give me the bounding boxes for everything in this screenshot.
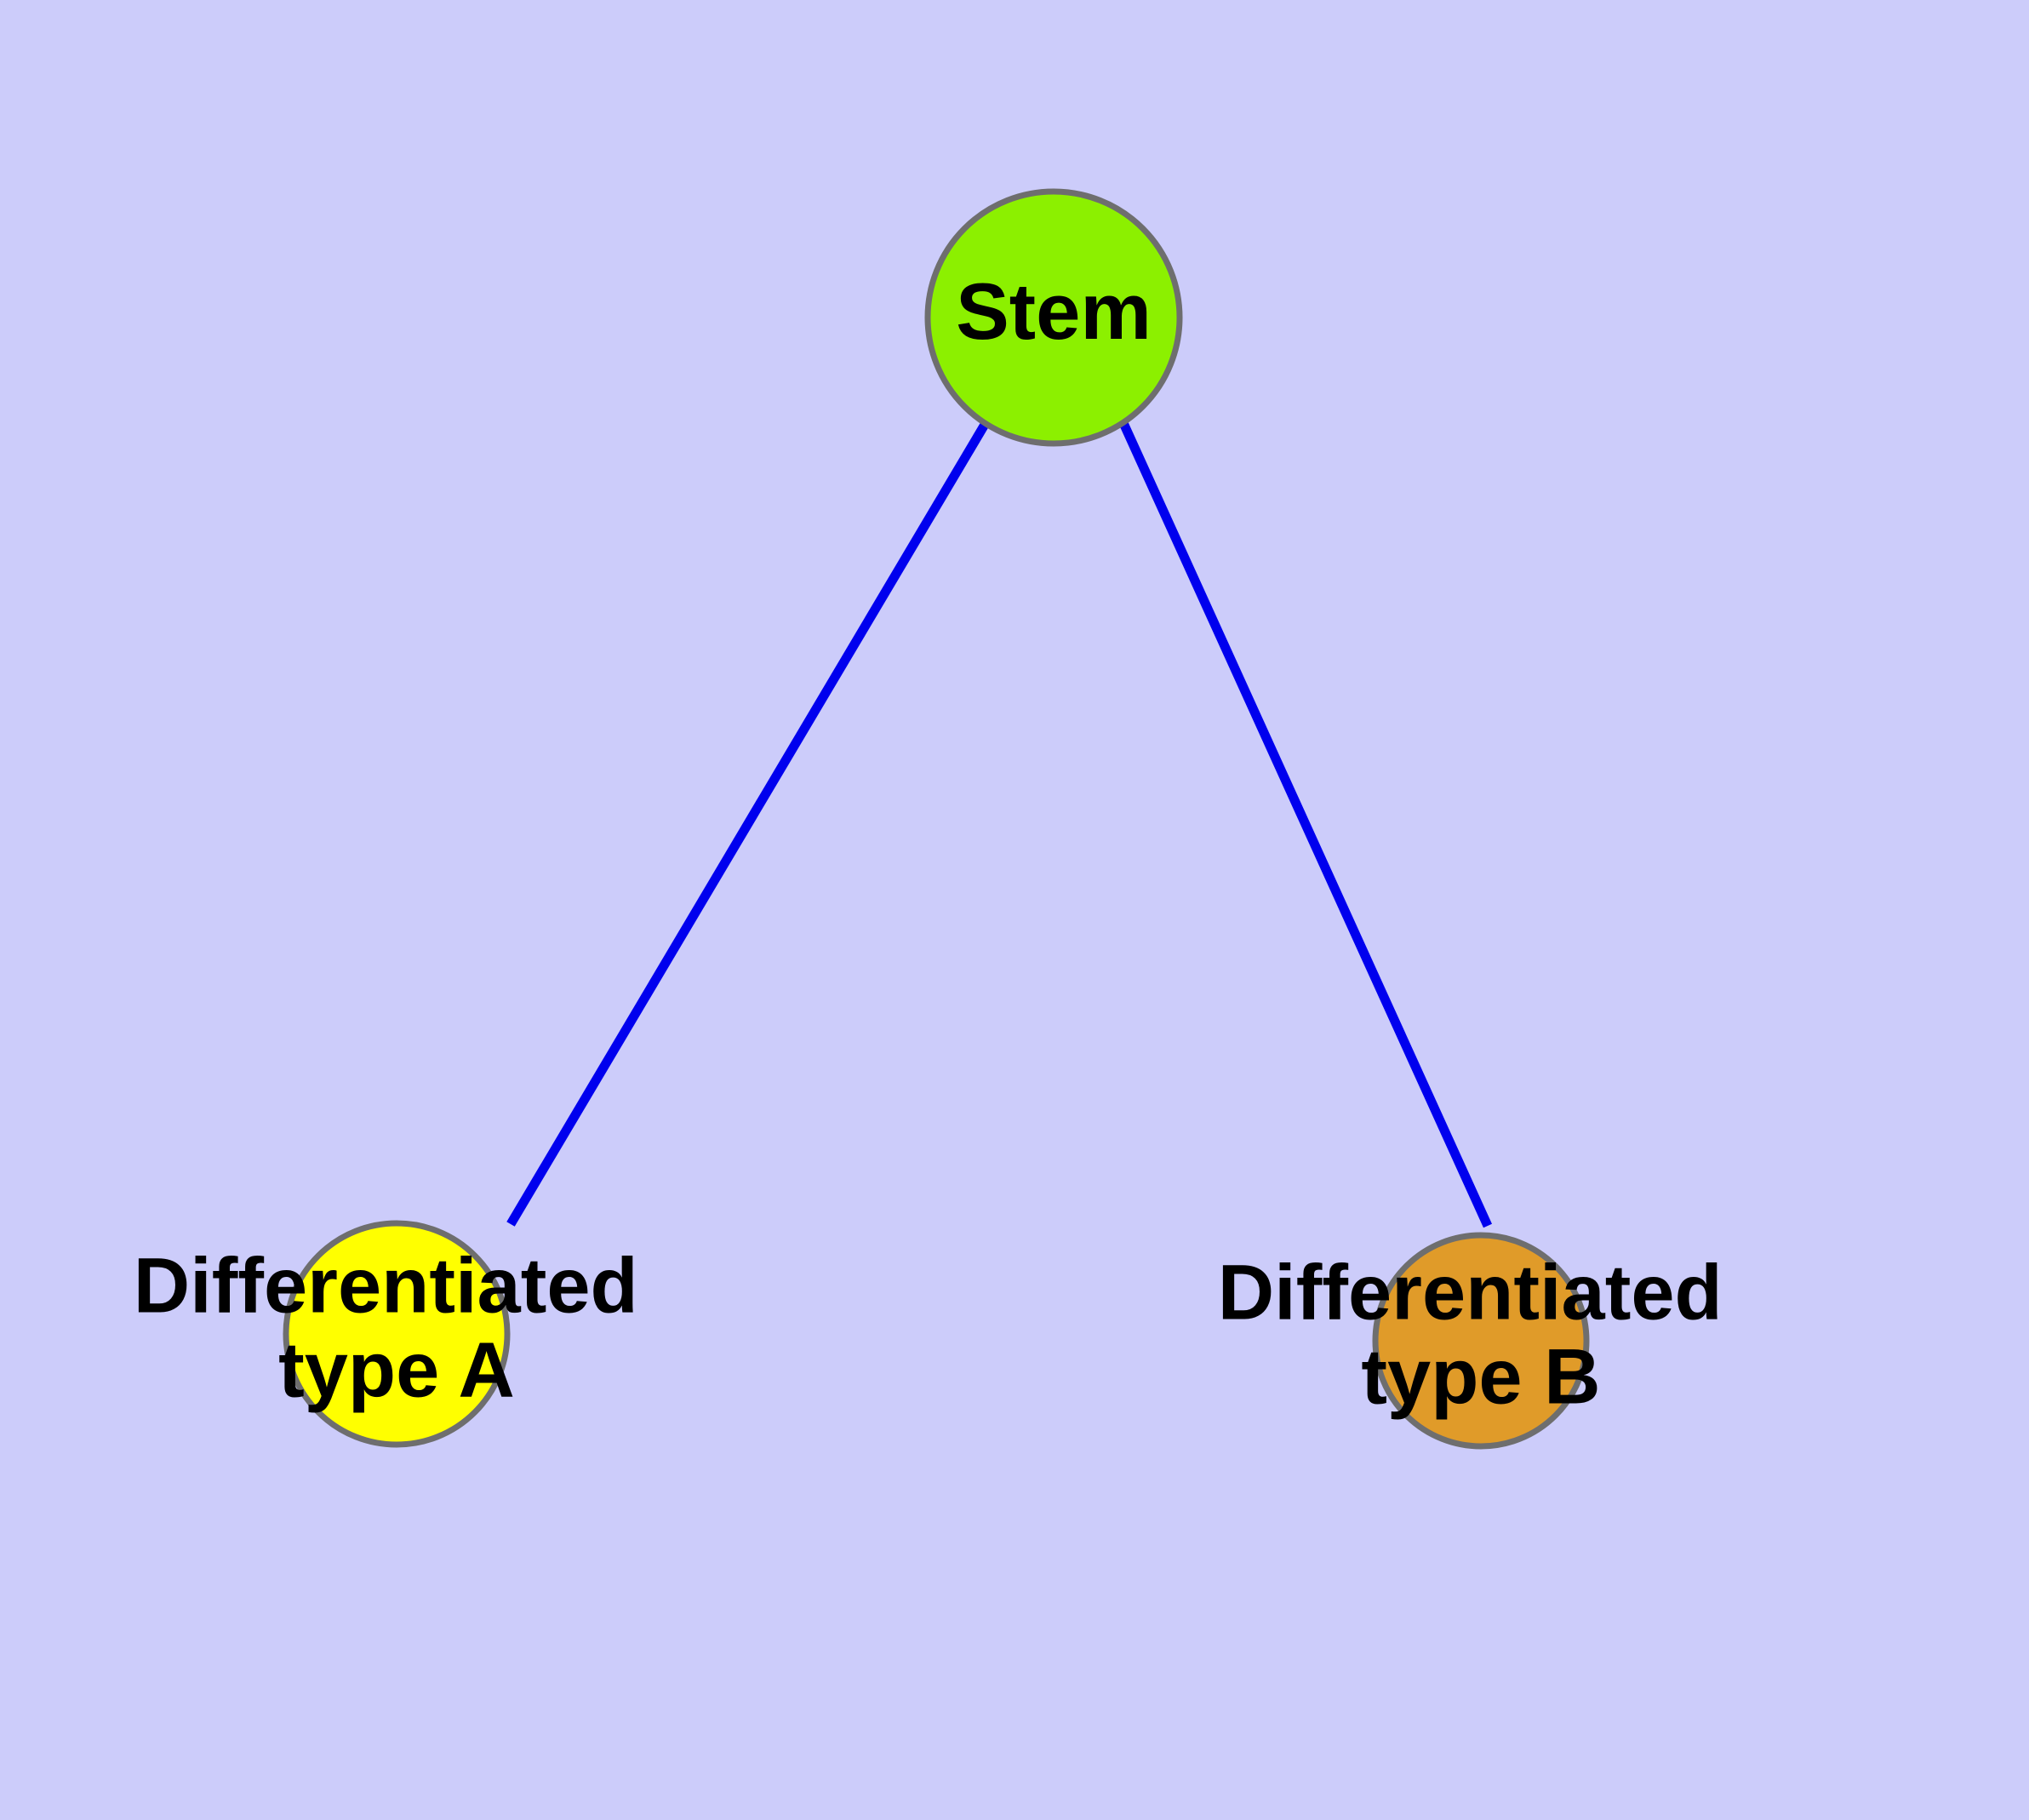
node-differentiated-type-b-circle[interactable] <box>1372 1232 1590 1450</box>
node-type-a-label-line-2: type A <box>278 1327 515 1414</box>
nodes-group: Stem Differentiated type A Differentiate… <box>134 188 1745 1450</box>
node-differentiated-type-b[interactable]: Differentiated type B <box>1218 1232 1745 1450</box>
node-type-b-label-line-1: Differentiated <box>1218 1250 1723 1336</box>
node-type-a-label-line-1: Differentiated <box>134 1243 638 1330</box>
node-differentiated-type-a-label: Differentiated type A <box>134 1243 660 1414</box>
edge-stem-to-type-a[interactable] <box>506 421 990 1227</box>
edges-group <box>506 421 1493 1228</box>
node-stem-circle[interactable] <box>924 188 1183 447</box>
node-stem-label-line-1: Stem <box>956 266 1152 356</box>
node-stem-label: Stem <box>956 266 1152 356</box>
node-differentiated-type-a[interactable]: Differentiated type A <box>134 1220 660 1448</box>
node-stem[interactable]: Stem <box>924 188 1183 447</box>
node-differentiated-type-a-circle[interactable] <box>283 1220 511 1448</box>
node-type-b-label-line-2: type B <box>1361 1334 1600 1421</box>
node-differentiated-type-b-label: Differentiated type B <box>1218 1250 1745 1421</box>
edge-stem-to-type-b[interactable] <box>1118 421 1493 1228</box>
